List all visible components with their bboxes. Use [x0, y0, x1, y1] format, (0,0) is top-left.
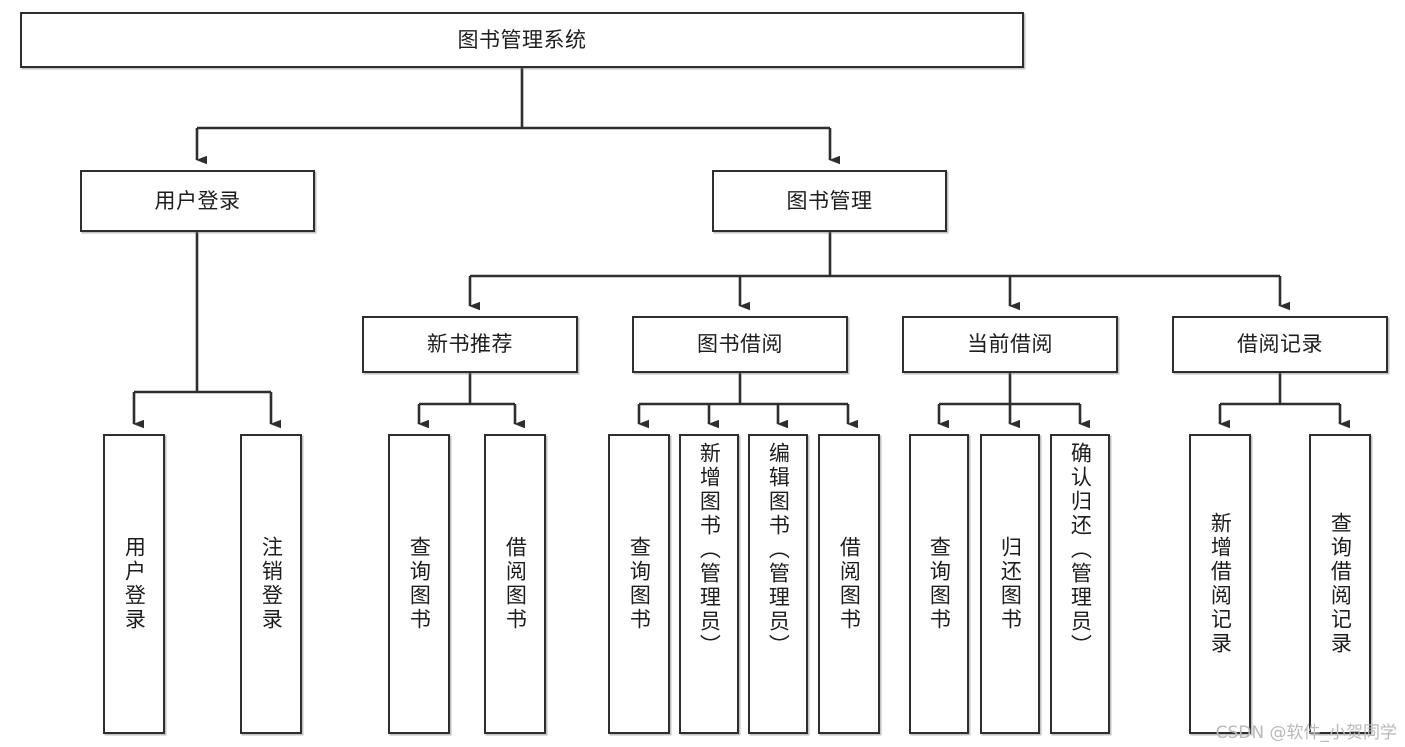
node-label: 新书推荐 — [427, 332, 513, 357]
node-label: 借阅记录 — [1237, 332, 1323, 357]
node-leaf-borrow-book-recommend[interactable]: 借阅图书 — [484, 434, 546, 734]
node-leaf-confirm-return-admin[interactable]: 确认归还（管理员） — [1050, 434, 1110, 734]
node-label: 借阅图书 — [503, 536, 528, 632]
node-label: 用户登录 — [154, 188, 241, 213]
node-user-login[interactable]: 用户登录 — [80, 170, 315, 232]
node-label: 新增借阅记录 — [1208, 512, 1233, 656]
node-label: 查询图书 — [407, 536, 432, 632]
node-label: 用户登录 — [122, 536, 147, 632]
node-label: 新增图书（管理员） — [697, 442, 722, 658]
node-leaf-user-login[interactable]: 用户登录 — [103, 434, 165, 734]
node-leaf-edit-book-admin[interactable]: 编辑图书（管理员） — [748, 434, 808, 734]
node-label: 查询图书 — [627, 536, 652, 632]
node-borrow-record[interactable]: 借阅记录 — [1172, 316, 1388, 373]
node-new-book-recommend[interactable]: 新书推荐 — [362, 316, 578, 373]
node-label: 查询图书 — [927, 536, 952, 632]
watermark-text: CSDN @软件_小贺同学 — [1215, 723, 1397, 743]
node-leaf-query-borrow-record[interactable]: 查询借阅记录 — [1309, 434, 1371, 734]
node-label: 编辑图书（管理员） — [766, 442, 791, 658]
node-leaf-add-book-admin[interactable]: 新增图书（管理员） — [679, 434, 739, 734]
node-label: 归还图书 — [998, 536, 1023, 632]
node-leaf-return-book[interactable]: 归还图书 — [980, 434, 1040, 734]
node-book-borrow[interactable]: 图书借阅 — [632, 316, 848, 373]
node-current-borrow[interactable]: 当前借阅 — [902, 316, 1118, 373]
node-label: 注销登录 — [259, 536, 284, 632]
node-leaf-borrow-book[interactable]: 借阅图书 — [818, 434, 880, 734]
node-label: 图书管理 — [786, 188, 873, 213]
node-book-management[interactable]: 图书管理 — [712, 170, 947, 232]
node-label: 图书管理系统 — [457, 27, 587, 52]
node-label: 借阅图书 — [837, 536, 862, 632]
node-label: 查询借阅记录 — [1328, 512, 1353, 656]
node-leaf-query-book-borrow[interactable]: 查询图书 — [608, 434, 670, 734]
node-leaf-add-borrow-record[interactable]: 新增借阅记录 — [1189, 434, 1251, 734]
node-label: 确认归还（管理员） — [1068, 442, 1093, 658]
node-leaf-query-book-recommend[interactable]: 查询图书 — [388, 434, 450, 734]
node-leaf-query-book-current[interactable]: 查询图书 — [909, 434, 969, 734]
node-label: 当前借阅 — [967, 332, 1053, 357]
node-root-system[interactable]: 图书管理系统 — [20, 12, 1024, 68]
node-leaf-logout[interactable]: 注销登录 — [240, 434, 302, 734]
node-label: 图书借阅 — [697, 332, 783, 357]
